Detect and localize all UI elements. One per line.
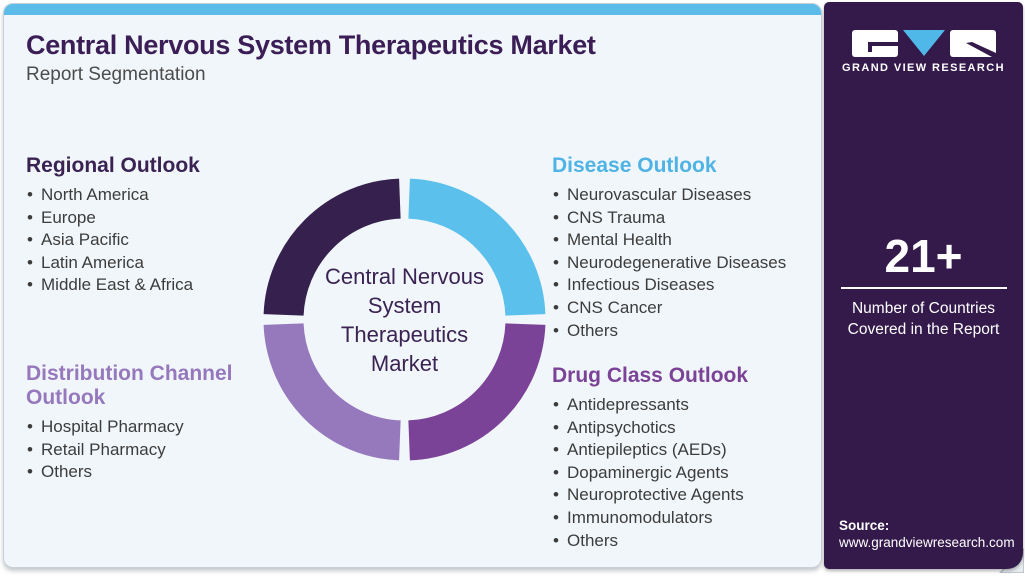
list-item: Latin America	[26, 252, 261, 275]
list-item: Infectious Diseases	[552, 274, 824, 297]
list-item: Others	[552, 530, 824, 553]
donut-segment	[407, 178, 546, 317]
section-heading: Distribution Channel Outlook	[26, 362, 233, 409]
logo-r-icon	[949, 30, 996, 57]
donut-segments	[263, 178, 546, 461]
logo-wordmark: GRAND VIEW RESEARCH	[842, 62, 1005, 74]
list-item: Others	[552, 320, 824, 343]
list-item: Antiepileptics (AEDs)	[552, 439, 824, 462]
list-item: Hospital Pharmacy	[26, 416, 271, 439]
source-block: Source: www.grandviewresearch.com	[839, 517, 1015, 551]
source-label: Source:	[839, 518, 890, 533]
countries-stat: 21+ Number of Countries Covered in the R…	[824, 232, 1023, 340]
source-url: www.grandviewresearch.com	[839, 535, 1015, 550]
list-item: Asia Pacific	[26, 229, 261, 252]
list-item: Others	[26, 461, 271, 484]
list-item: Neurovascular Diseases	[552, 184, 824, 207]
sidebar: GRAND VIEW RESEARCH 21+ Number of Countr…	[824, 2, 1023, 569]
logo-g-icon	[851, 30, 898, 57]
section-item-list: Neurovascular DiseasesCNS TraumaMental H…	[552, 184, 824, 342]
section-item-list: Hospital PharmacyRetail PharmacyOthers	[26, 416, 271, 484]
list-item: Antidepressants	[552, 394, 824, 417]
list-item: CNS Cancer	[552, 297, 824, 320]
section-distribution-channel-outlook: Distribution Channel Outlook Hospital Ph…	[26, 362, 271, 484]
section-item-list: North AmericaEuropeAsia PacificLatin Ame…	[26, 184, 261, 297]
list-item: North America	[26, 184, 261, 207]
donut-center-line: Market	[370, 350, 439, 376]
list-item: Neuroprotective Agents	[552, 484, 824, 507]
section-drug-class-outlook: Drug Class Outlook AntidepressantsAntips…	[552, 364, 824, 552]
list-item: Neurodegenerative Diseases	[552, 252, 824, 275]
list-item: Dopaminergic Agents	[552, 462, 824, 485]
list-item: Immunomodulators	[552, 507, 824, 530]
gvr-logo	[824, 30, 1023, 57]
donut-center-line: Therapeutics	[340, 321, 469, 347]
page-title: Central Nervous System Therapeutics Mark…	[26, 30, 596, 60]
logo-v-icon	[902, 30, 945, 56]
page-subtitle: Report Segmentation	[26, 64, 206, 85]
section-heading: Regional Outlook	[26, 154, 200, 177]
list-item: CNS Trauma	[552, 207, 824, 230]
section-heading: Drug Class Outlook	[552, 364, 749, 387]
main-card: Central Nervous System Therapeutics Mark…	[3, 3, 822, 568]
top-accent-bar	[4, 4, 821, 15]
list-item: Antipsychotics	[552, 417, 824, 440]
stat-divider	[840, 287, 1007, 289]
section-regional-outlook: Regional Outlook North AmericaEuropeAsia…	[26, 154, 261, 297]
list-item: Mental Health	[552, 229, 824, 252]
donut-segment	[407, 322, 546, 461]
section-heading: Disease Outlook	[552, 154, 717, 177]
list-item: Retail Pharmacy	[26, 439, 271, 462]
stat-value: 21+	[884, 230, 963, 282]
donut-segment	[263, 322, 402, 461]
donut-center-line: Central Nervous	[325, 263, 484, 289]
list-item: Europe	[26, 207, 261, 230]
list-item: Middle East & Africa	[26, 274, 261, 297]
donut-segment	[263, 178, 402, 317]
section-item-list: AntidepressantsAntipsychoticsAntiepilept…	[552, 394, 824, 552]
stat-label: Number of Countries Covered in the Repor…	[847, 300, 1000, 338]
donut-center-line: System	[367, 292, 442, 318]
section-disease-outlook: Disease Outlook Neurovascular DiseasesCN…	[552, 154, 824, 342]
